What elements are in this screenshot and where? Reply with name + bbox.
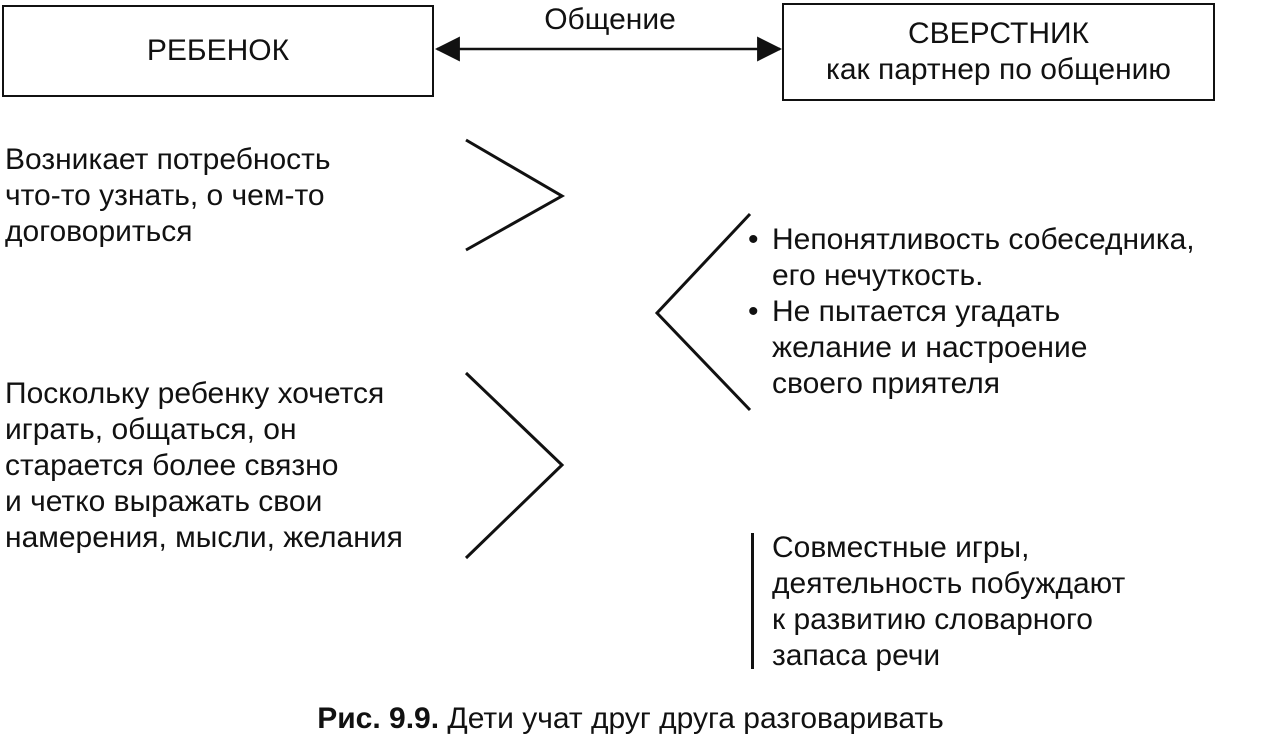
peer-trait-item: • Непонятливость собеседника, его нечутк… <box>748 222 1195 294</box>
peer-trait-line: желание и настроение <box>772 331 1088 364</box>
reason-line: намерения, мысли, желания <box>5 521 403 554</box>
peer-trait-line: Непонятливость собеседника, <box>772 223 1195 256</box>
need-line: что-то узнать, о чем-то <box>5 179 325 212</box>
peer-trait-line: Не пытается угадать <box>772 295 1061 328</box>
peer-traits-bracket <box>654 212 752 412</box>
joint-divider <box>751 533 754 669</box>
peer-node: СВЕРСТНИК как партнер по общению <box>782 3 1215 101</box>
bullet-icon: • <box>748 223 759 256</box>
child-node: РЕБЕНОК <box>2 5 434 97</box>
reason-line: Поскольку ребенку хочется <box>5 377 385 410</box>
reason-line: старается более связно <box>5 449 339 482</box>
caption-text: Дети учат друг друга разговаривать <box>447 702 944 735</box>
need-line: договориться <box>5 215 193 248</box>
reason-text-block: Поскольку ребенку хочется играть, общать… <box>5 376 403 556</box>
bullet-icon: • <box>748 295 759 328</box>
figure-caption: Рис. 9.9. Дети учат друг друга разговари… <box>0 702 1261 736</box>
child-node-label: РЕБЕНОК <box>146 34 290 67</box>
joint-line: деятельность побуждают <box>772 567 1126 600</box>
joint-line: Совместные игры, <box>772 531 1030 564</box>
communication-edge-label: Общение <box>544 3 676 36</box>
reason-line: и четко выражать свои <box>5 485 323 518</box>
need-text-block: Возникает потребность что-то узнать, о ч… <box>5 142 331 250</box>
peer-traits-list: • Непонятливость собеседника, его нечутк… <box>748 222 1195 402</box>
peer-trait-item: • Не пытается угадать желание и настроен… <box>748 294 1195 402</box>
reason-bracket <box>464 371 565 560</box>
peer-trait-line: его нечуткость. <box>772 259 984 292</box>
peer-trait-line: своего приятеля <box>772 367 1001 400</box>
need-bracket <box>465 138 566 252</box>
joint-line: к развитию словарного <box>772 603 1093 636</box>
peer-node-subtitle: как партнер по общению <box>826 53 1171 86</box>
peer-node-title: СВЕРСТНИК <box>907 17 1090 50</box>
need-line: Возникает потребность <box>5 143 331 176</box>
joint-line: запаса речи <box>772 639 941 672</box>
caption-prefix: Рис. 9.9. <box>317 702 440 735</box>
reason-line: играть, общаться, он <box>5 413 297 446</box>
joint-text-block: Совместные игры, деятельность побуждают … <box>772 530 1125 674</box>
